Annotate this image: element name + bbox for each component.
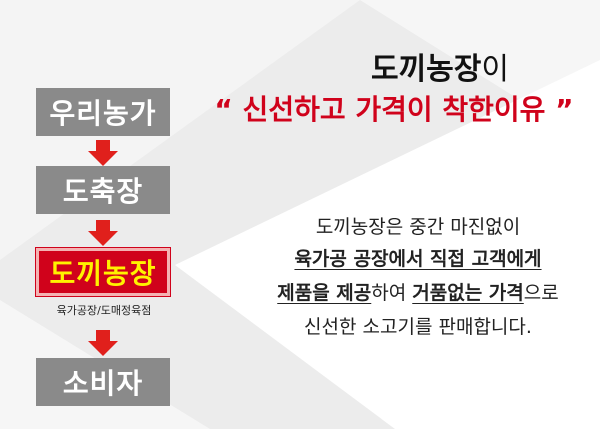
headline-brand-name: 도끼농장: [370, 52, 482, 87]
headline-reason: “ 신선하고 가격이 착한이유 ”: [214, 93, 574, 126]
description-line-2: 육가공 공장에서 직접 고객에게: [294, 248, 542, 270]
step-slaughterhouse: 도축장: [36, 166, 170, 214]
step-dokki-farm: 도끼농장: [36, 248, 170, 296]
step-dokki-farm-subtitle: 육가공장/도매정육점: [56, 304, 152, 317]
arrow-down-icon: [88, 140, 118, 166]
headline-brand-suffix: 이: [481, 52, 509, 87]
arrow-down-icon: [88, 330, 118, 356]
description-ending: 으로: [523, 282, 559, 304]
step-our-farm: 우리농가: [36, 88, 170, 136]
description-line-3: 제품을 제공하여 거품없는 가격으로: [238, 278, 598, 305]
description-line-4: 신선한 소고기를 판매합니다.: [304, 316, 532, 338]
description-emphasis-price: 거품없는 가격: [412, 282, 524, 304]
step-consumer: 소비자: [36, 358, 170, 406]
arrow-down-icon: [88, 220, 118, 246]
description-emphasis-provide: 제품을 제공: [277, 282, 372, 304]
description-line-1: 도끼농장은 중간 마진없이: [315, 216, 521, 238]
headline-brand: 도끼농장이: [300, 44, 580, 88]
description-connector: 하여: [371, 282, 413, 304]
